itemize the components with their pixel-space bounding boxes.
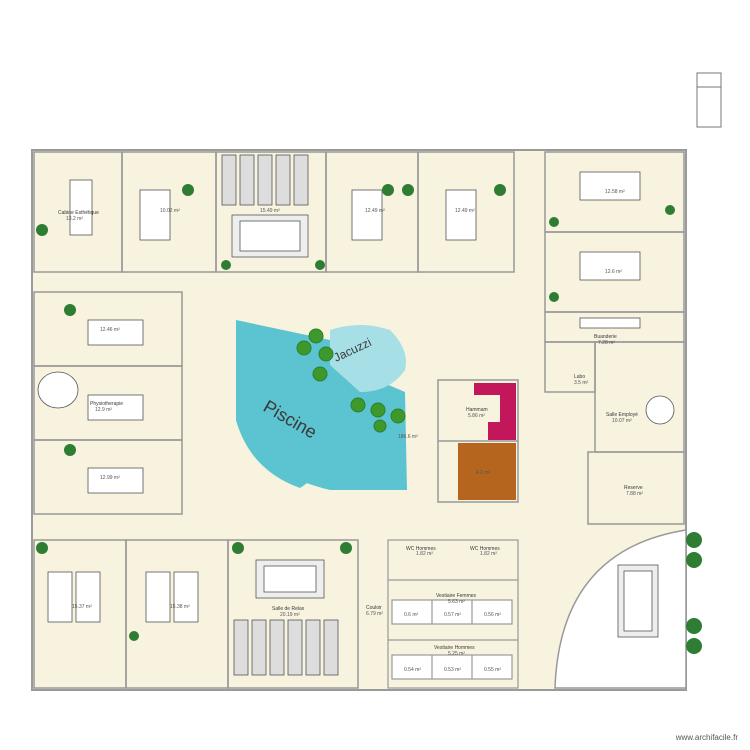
area-sauna: 4.2 m²	[476, 470, 491, 476]
area-room-bl1: 15.37 m²	[72, 604, 92, 610]
top-row-furniture	[69, 154, 477, 258]
area-center: 186.6 m²	[398, 434, 418, 440]
area-vestiaire-femmes: 5.63 m²	[448, 599, 465, 605]
area-room-top2: 10.02 m²	[160, 208, 180, 214]
area-wf1: 0.6 m²	[404, 612, 419, 618]
label-salle-employe: Salle Employé	[606, 412, 638, 418]
area-salle-employe: 10.07 m²	[612, 418, 632, 424]
hammam-sauna-block	[437, 379, 519, 503]
area-room-right2: 12.6 m²	[605, 269, 622, 275]
label-cabine-esthetique: Cabine Esthétique	[58, 210, 99, 216]
label-couloir: Couloir	[366, 605, 382, 611]
area-wc-hommes-1: 1.82 m²	[416, 551, 433, 557]
area-room-top4: 12.49 m²	[365, 208, 385, 214]
wc-vestiaire-block	[387, 539, 519, 689]
top-row-rooms	[33, 151, 515, 273]
right-column-furniture	[579, 171, 675, 425]
label-hammam: Hammam	[466, 407, 488, 413]
label-wc-hommes-1: WC Hommes	[406, 546, 436, 552]
area-buanderie: 7.28 m²	[598, 340, 615, 346]
area-room-top5: 12.49 m²	[455, 208, 475, 214]
small-top-right-box	[696, 72, 722, 128]
area-room-left3: 12.99 m²	[100, 475, 120, 481]
label-buanderie: Buanderie	[594, 334, 617, 340]
area-wh3: 0.55 m²	[484, 667, 501, 673]
area-salle-relax: 20.19 m²	[280, 612, 300, 618]
label-reserve: Reserve	[624, 485, 643, 491]
area-room-left1: 12.46 m²	[100, 327, 120, 333]
label-physiotherapie: Physiotherapie	[90, 401, 123, 407]
bottom-left-furniture	[47, 559, 339, 676]
area-cabine-esthetique: 13.2 m²	[66, 216, 83, 222]
area-physiotherapie: 12.9 m²	[95, 407, 112, 413]
label-labo: Labo	[574, 374, 585, 380]
area-reserve: 7.88 m²	[626, 491, 643, 497]
area-wc-hommes-2: 1.82 m²	[480, 551, 497, 557]
credit-text: www.archifacile.fr	[675, 733, 738, 742]
area-wh2: 0.53 m²	[444, 667, 461, 673]
area-hammam: 5.86 m²	[468, 413, 485, 419]
area-room-bl2: 15.38 m²	[170, 604, 190, 610]
area-wf2: 0.57 m²	[444, 612, 461, 618]
palm-trees	[296, 328, 406, 433]
label-salle-relax: Salle de Relax	[272, 606, 305, 612]
label-wc-hommes-2: WC Hommes	[470, 546, 500, 552]
label-vestiaire-femmes: Vestiaire Femmes	[436, 593, 477, 599]
label-vestiaire-hommes: Vestiaire Hommes	[434, 645, 475, 651]
area-room-right1: 12.58 m²	[605, 189, 625, 195]
right-column-rooms	[544, 151, 685, 525]
area-wh1: 0.54 m²	[404, 667, 421, 673]
area-labo: 3.5 m²	[574, 380, 589, 386]
left-column-furniture	[37, 319, 144, 494]
left-column-rooms	[33, 291, 183, 515]
area-room-top3: 15.49 m²	[260, 208, 280, 214]
area-wf3: 0.56 m²	[484, 612, 501, 618]
reception-area	[554, 529, 687, 689]
area-couloir: 6.79 m²	[366, 611, 383, 617]
plants	[36, 184, 702, 654]
pool-area	[236, 320, 407, 490]
area-vestiaire-hommes: 5.25 m²	[448, 651, 465, 657]
bottom-left-rooms	[33, 539, 359, 689]
